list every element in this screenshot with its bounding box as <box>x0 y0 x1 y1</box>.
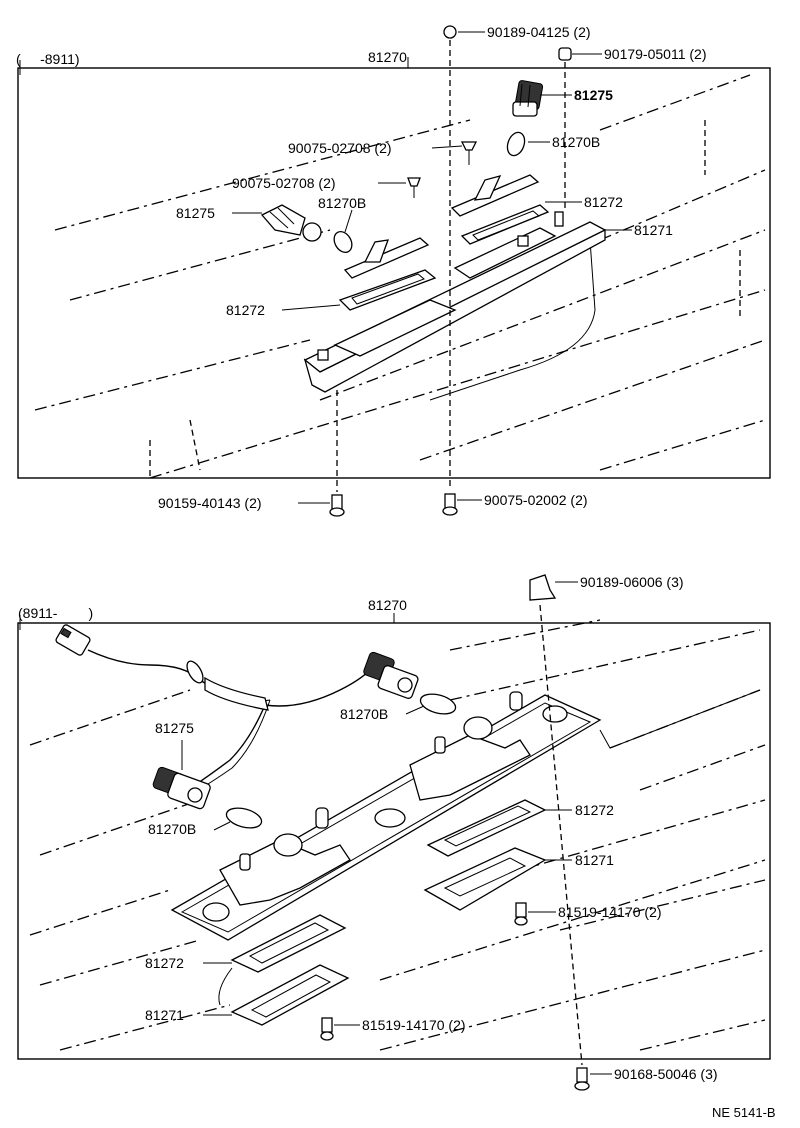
diagram-code: NE 5141-B <box>712 1105 776 1120</box>
upper-label-bulb-left: 81270B <box>318 195 366 211</box>
lower-assembly-label: 81270 <box>368 597 407 613</box>
upper-label-bolt-right: 90075-02002 (2) <box>484 492 588 508</box>
upper-label-screw-b: 90075-02708 (2) <box>232 175 336 191</box>
lower-socket-left <box>152 766 211 810</box>
upper-label-lens-left: 81272 <box>226 302 265 318</box>
upper-label-housing: 81271 <box>634 222 673 238</box>
lower-label-screw-right: 81519-14170 (2) <box>558 904 662 920</box>
lower-label-lens-left: 81272 <box>145 955 184 971</box>
upper-fasteners <box>329 25 572 517</box>
upper-body-outline <box>34 74 766 479</box>
upper-bulb-left <box>333 231 353 253</box>
upper-socket-left <box>260 204 322 242</box>
lower-label-clip-top: 90189-06006 (3) <box>580 574 684 590</box>
lower-housing-left <box>230 964 350 1026</box>
lower-label-socket: 81275 <box>155 720 194 736</box>
upper-leaders <box>19 31 632 504</box>
lower-label-bulb-lower: 81270B <box>148 821 196 837</box>
lower-wire-harness <box>55 624 371 791</box>
lower-lamp-base <box>170 691 602 941</box>
upper-section: ( -8911) 81270 90189-04125 (2) 90179-050… <box>16 24 771 517</box>
lower-body-outline <box>29 619 766 1051</box>
upper-label-bolt-left: 90159-40143 (2) <box>158 495 262 511</box>
lower-bulbs <box>225 693 457 829</box>
upper-assembly-label: 81270 <box>368 49 407 65</box>
upper-label-socket-right: 81275 <box>574 87 613 103</box>
upper-frame <box>17 67 771 479</box>
upper-bulb-right <box>506 131 526 157</box>
upper-range-label: ( -8911) <box>16 51 80 67</box>
lower-label-bulb-upper: 81270B <box>340 706 388 722</box>
upper-label-socket-left: 81275 <box>176 205 215 221</box>
lower-leaders <box>19 581 612 1075</box>
upper-label-screw-top2: 90179-05011 (2) <box>604 46 706 62</box>
lower-label-screw-left: 81519-14170 (2) <box>362 1017 466 1033</box>
lower-range-label: (8911- ) <box>18 605 93 621</box>
upper-label-bulb-right: 81270B <box>552 134 600 150</box>
upper-label-screw-top: 90189-04125 (2) <box>487 24 591 40</box>
upper-lenses <box>338 174 550 311</box>
lower-fasteners <box>320 574 590 1091</box>
upper-lamp-bar <box>303 211 607 393</box>
lower-section: 90189-06006 (3) (8911- ) 81270 81270B 81… <box>17 574 771 1091</box>
lower-socket-upper <box>363 651 419 699</box>
lower-housing-right <box>423 847 547 911</box>
upper-label-screw-a: 90075-02708 (2) <box>288 140 392 156</box>
lower-label-bolt-bottom: 90168-50046 (3) <box>614 1066 718 1082</box>
lower-lens-left <box>230 914 347 973</box>
upper-label-lens-right: 81272 <box>584 194 623 210</box>
upper-socket-right <box>512 80 544 117</box>
lower-label-housing-left: 81271 <box>145 1007 184 1023</box>
lower-label-housing-right: 81271 <box>575 852 614 868</box>
lower-label-lens-right: 81272 <box>575 802 614 818</box>
